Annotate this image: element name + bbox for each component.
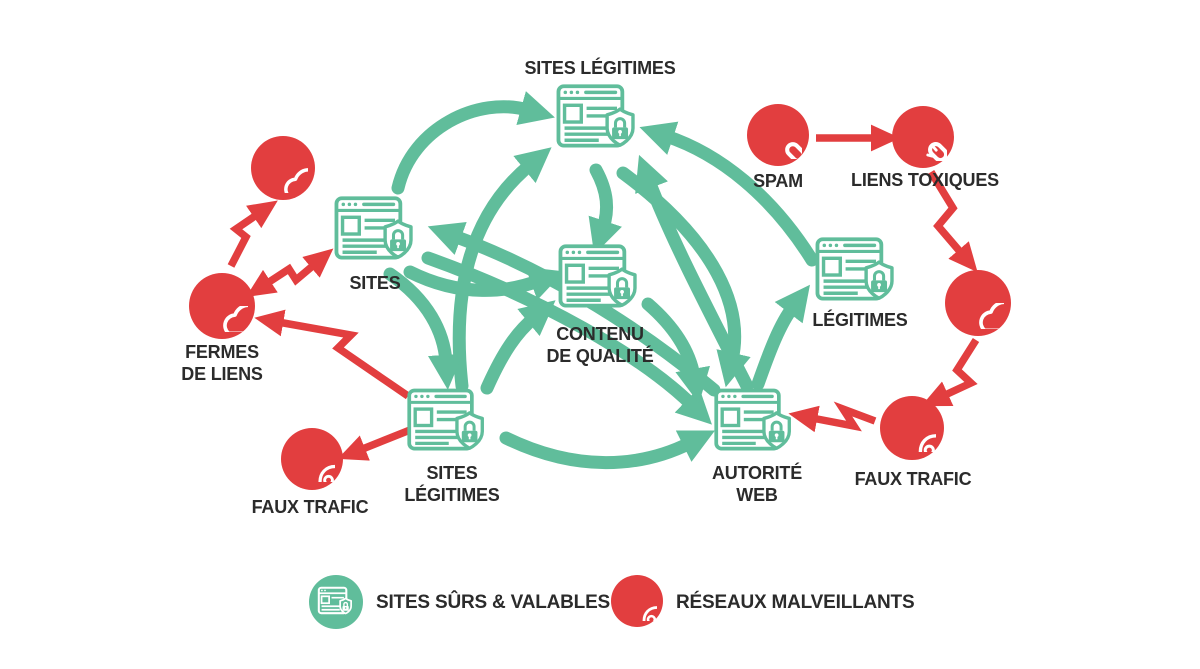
- node-fermes-de-liens: [189, 273, 255, 339]
- node-label: LIENS TOXIQUES: [851, 170, 999, 190]
- arrow-bottom-to-fermes: [254, 309, 411, 400]
- node-label: AUTORITÉ WEB: [711, 463, 803, 505]
- arrow-legitimes-to-top: [639, 121, 819, 267]
- browser-shield-icon: [815, 237, 899, 310]
- node-legitimes: [815, 237, 899, 315]
- browser-shield-icon: [334, 196, 418, 269]
- skull-icon: [888, 404, 936, 452]
- cloud-links-icon: [196, 280, 248, 332]
- arrow-bottom-to-faux-trafic-left: [337, 426, 412, 461]
- node-faux-trafic-left: [281, 428, 343, 490]
- node-autorite-web: [714, 388, 796, 465]
- node-sites: [334, 196, 418, 274]
- node-spam: [747, 104, 809, 166]
- node-cloud-links-right: [945, 270, 1011, 336]
- browser-shield-icon: [317, 586, 355, 619]
- node-cloud-link-top: [251, 136, 315, 200]
- arrow-fermes-sites-bidirectional: [245, 248, 334, 298]
- browser-shield-icon: [407, 388, 489, 460]
- skull-icon: [617, 581, 657, 621]
- skull-icon: [289, 436, 335, 482]
- arrow-faux-trafic-to-autorite: [788, 401, 877, 433]
- browser-shield-icon: [714, 388, 796, 460]
- node-label: LÉGITIMES: [812, 310, 908, 330]
- arrow-autorite-to-top: [635, 154, 754, 393]
- node-label: SITES LÉGITIMES: [404, 463, 500, 505]
- arrow-bottom-to-contenu: [480, 300, 556, 395]
- node-liens-toxiques: [892, 106, 954, 168]
- node-label: FAUX TRAFIC: [251, 497, 369, 517]
- arrow-bottom-to-autorite: [499, 430, 716, 470]
- cloud-link-icon: [258, 143, 308, 193]
- arrow-liens-toxiques-to-cloud: [927, 170, 978, 273]
- node-sites-legitimes-top: [556, 84, 640, 162]
- node-label: FAUX TRAFIC: [854, 469, 972, 489]
- node-sites-legitimes-bottom: [407, 388, 489, 465]
- arrow-contenu-to-autorite: [641, 297, 710, 404]
- node-label: SITES: [349, 273, 401, 293]
- arrow-sites-to-contenu: [403, 265, 565, 300]
- node-label: SITES LÉGITIMES: [524, 58, 676, 78]
- arrow-sites-to-bottom: [383, 267, 464, 390]
- arrow-top-to-contenu: [588, 163, 622, 255]
- node-faux-trafic-right: [880, 396, 944, 460]
- arrow-cloud-to-faux-trafic-right: [921, 337, 980, 407]
- browser-shield-icon: [558, 244, 642, 317]
- legend-malicious-badge: [611, 575, 663, 627]
- node-contenu-de-qualite: [558, 244, 642, 322]
- legend-safe-badge: [309, 575, 363, 629]
- arrow-bottom-to-top: [452, 147, 552, 393]
- legend-malicious-label: RÉSEAUX MALVEILLANTS: [676, 592, 915, 613]
- node-label: CONTENU DE QUALITÉ: [546, 324, 654, 366]
- arrow-sites-to-autorite: [421, 251, 712, 425]
- arrow-sites-to-top: [391, 91, 555, 195]
- cloud-links-icon: [952, 277, 1004, 329]
- browser-shield-icon: [556, 84, 640, 157]
- chain-link-icon: [754, 111, 802, 159]
- broken-chain-icon: [899, 113, 947, 161]
- arrow-fermes-to-cloud: [227, 200, 278, 268]
- arrow-autorite-to-legitimes: [751, 284, 810, 391]
- legend-safe-label: SITES SÛRS & VALABLES: [376, 592, 611, 613]
- node-label: FERMES DE LIENS: [181, 342, 263, 384]
- node-label: SPAM: [753, 171, 803, 191]
